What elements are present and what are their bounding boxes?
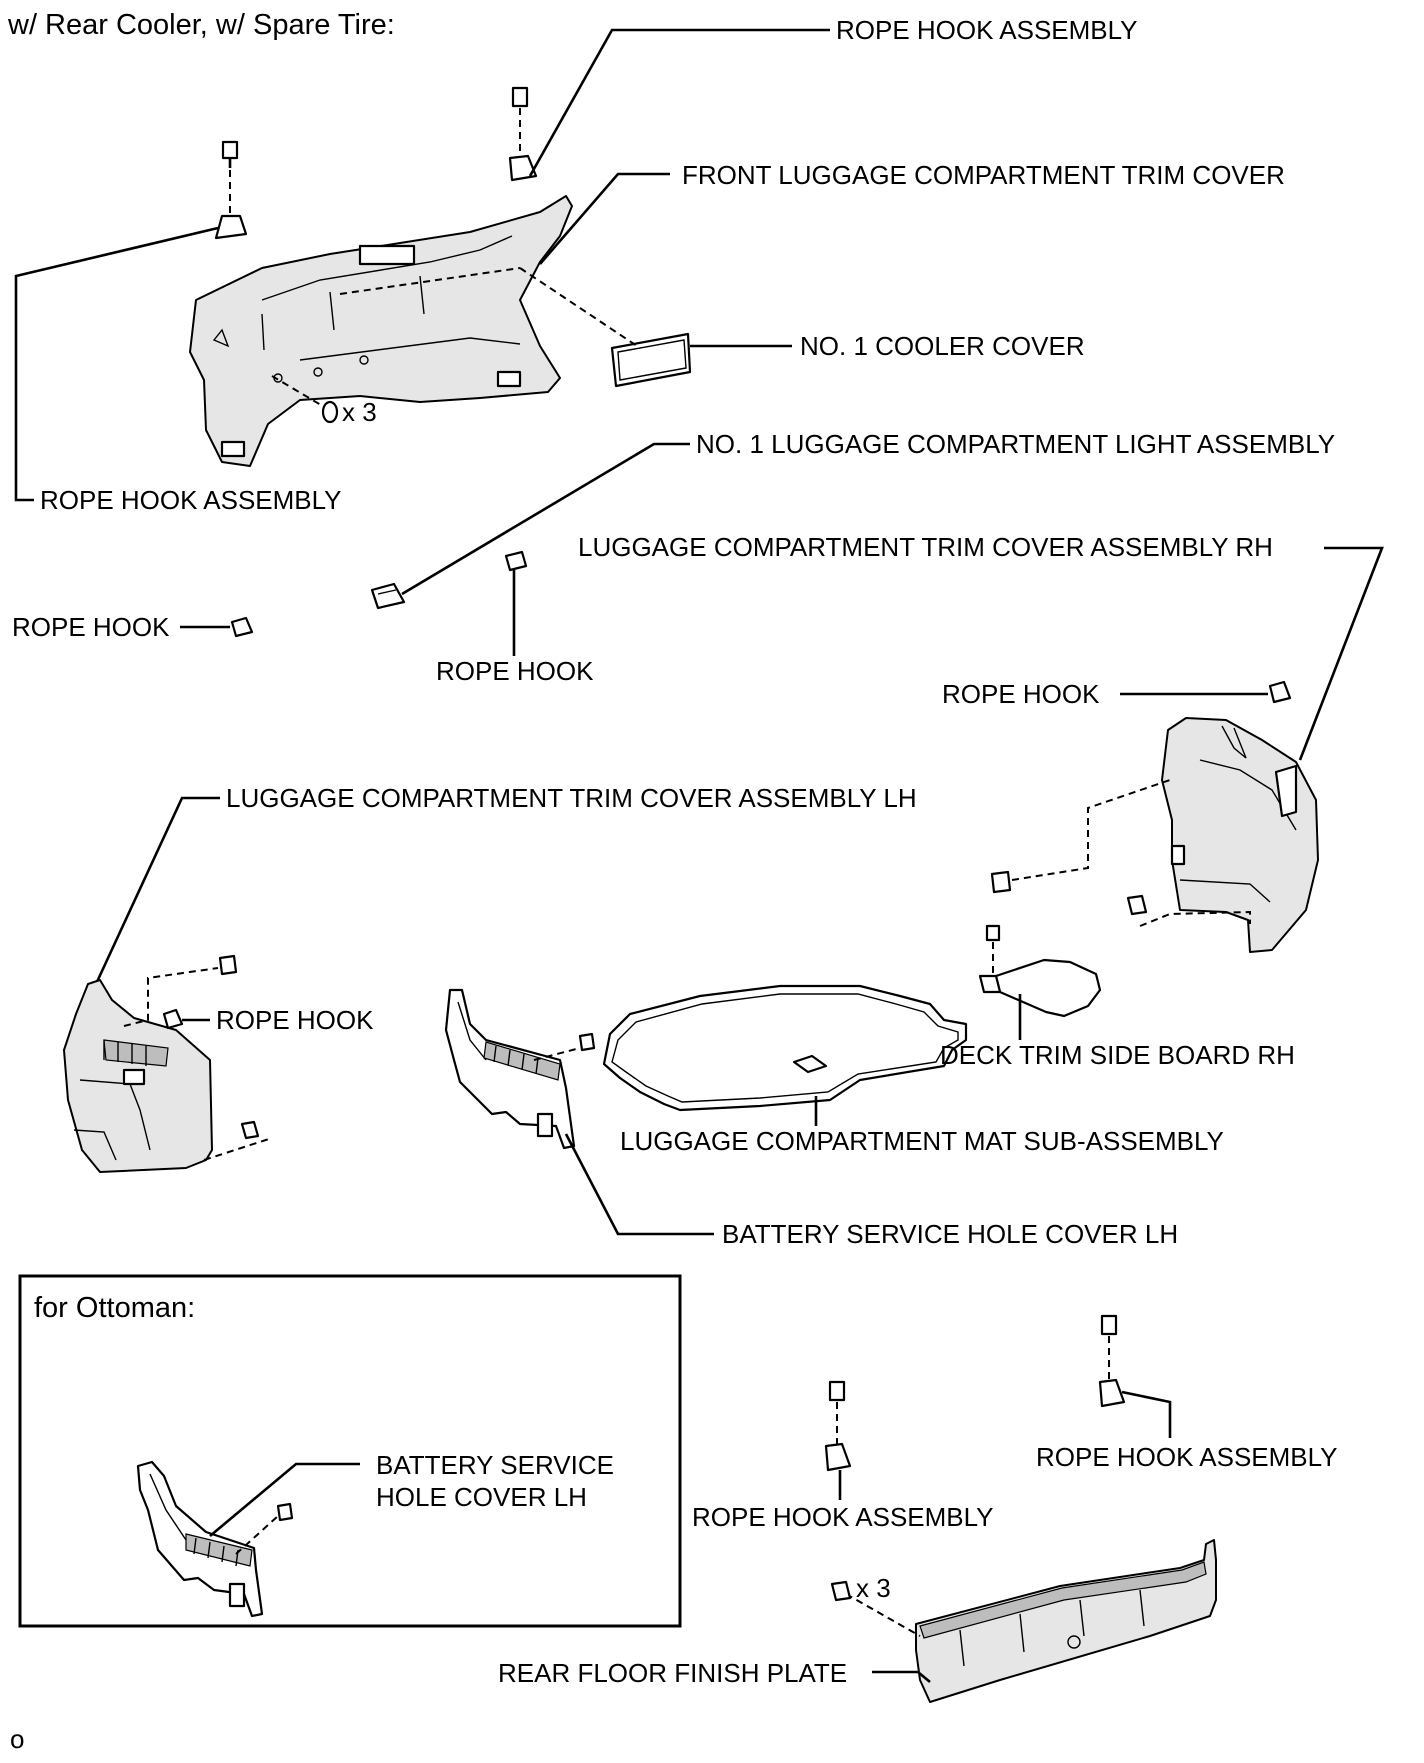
label-rope-hook-right: ROPE HOOK (942, 679, 1100, 709)
ottoman-clip (235, 1502, 294, 1555)
label-battery-cover-lh: BATTERY SERVICE HOLE COVER LH (722, 1219, 1178, 1249)
leader-trim-cover-rh (1298, 546, 1384, 761)
rear-plate-clip (830, 1580, 921, 1637)
front-trim-cover-part (189, 195, 573, 467)
clip-top (271, 375, 339, 424)
rope-hook-left-part (230, 616, 254, 638)
mat-sub-assembly-part (602, 984, 968, 1112)
clip-battery-main (533, 1032, 596, 1061)
ottoman-box (18, 1274, 682, 1628)
clip-lh-upper (123, 954, 238, 1027)
trim-cover-lh-part (63, 979, 213, 1173)
leader-trim-cover-lh (94, 796, 220, 985)
label-cooler-cover: NO. 1 COOLER COVER (800, 331, 1085, 361)
ottoman-title: for Ottoman: (34, 1292, 195, 1324)
label-front-trim-cover: FRONT LUGGAGE COMPARTMENT TRIM COVER (682, 160, 1285, 190)
figure-code: o (10, 1724, 24, 1754)
leader-ottoman-battery (209, 1462, 360, 1537)
battery-cover-lh-part (444, 988, 576, 1150)
label-deck-trim-board: DECK TRIM SIDE BOARD RH (940, 1040, 1295, 1070)
label-rope-hook-assembly-left: ROPE HOOK ASSEMBLY (40, 485, 342, 515)
rope-hook-assembly-bottom-center-part (824, 1380, 852, 1472)
label-rope-hook-assembly-bottom-right: ROPE HOOK ASSEMBLY (1036, 1442, 1338, 1472)
label-trim-cover-lh: LUGGAGE COMPARTMENT TRIM COVER ASSEMBLY … (226, 783, 917, 813)
rope-hook-assembly-top-left (214, 140, 248, 240)
deck-trim-board-part (978, 958, 1102, 1018)
leader-rope-hook-assembly-bottom-right (1121, 1390, 1172, 1438)
leader-battery-cover-lh (564, 1133, 714, 1236)
qty-clips-bottom: x 3 (856, 1573, 891, 1603)
label-ottoman-battery-1: BATTERY SERVICE (376, 1450, 614, 1480)
label-rope-hook-assembly-top: ROPE HOOK ASSEMBLY (836, 15, 1138, 45)
diagram-header: w/ Rear Cooler, w/ Spare Tire: (7, 9, 395, 41)
clip-lh-lower (203, 1120, 273, 1161)
leader-light-assembly (401, 442, 690, 596)
deck-board-bolt (985, 924, 1001, 976)
label-light-assembly: NO. 1 LUGGAGE COMPARTMENT LIGHT ASSEMBLY (696, 429, 1335, 459)
label-rope-hook-center: ROPE HOOK (436, 656, 594, 686)
qty-clips-top: x 3 (342, 397, 377, 427)
leader-rear-floor-plate (872, 1670, 931, 1683)
rope-hook-assembly-top-center (508, 86, 538, 182)
label-ottoman-battery-2: HOLE COVER LH (376, 1482, 587, 1512)
leader-rope-hook-assembly-top (528, 28, 830, 177)
leader-rope-hook-assembly-left (14, 226, 219, 502)
rear-floor-plate-part (915, 1539, 1217, 1703)
rope-hook-center-part (504, 550, 528, 572)
clip-rh-lower (1126, 894, 1251, 927)
label-rope-hook-lh: ROPE HOOK (216, 1005, 374, 1035)
label-rope-hook-assembly-bottom-center: ROPE HOOK ASSEMBLY (692, 1502, 994, 1532)
leader-front-trim-cover (539, 172, 670, 265)
label-rear-floor-plate: REAR FLOOR FINISH PLATE (498, 1658, 847, 1688)
label-rope-hook-left: ROPE HOOK (12, 612, 170, 642)
cooler-cover-dash-2 (339, 267, 521, 295)
clip-rh-upper (990, 779, 1171, 894)
cooler-cover-leader-dash (519, 267, 641, 349)
rope-hook-right-part (1268, 680, 1292, 704)
rope-hook-lh-part (162, 1008, 184, 1030)
label-mat-sub-assembly: LUGGAGE COMPARTMENT MAT SUB-ASSEMBLY (620, 1126, 1224, 1156)
label-trim-cover-rh: LUGGAGE COMPARTMENT TRIM COVER ASSEMBLY … (578, 532, 1273, 562)
cooler-cover-part (610, 332, 692, 388)
trim-cover-rh-part (1161, 717, 1319, 953)
light-assembly-part (370, 582, 406, 610)
rope-hook-assembly-bottom-right-part (1098, 1314, 1126, 1408)
ottoman-battery-cover-part (136, 1460, 264, 1618)
